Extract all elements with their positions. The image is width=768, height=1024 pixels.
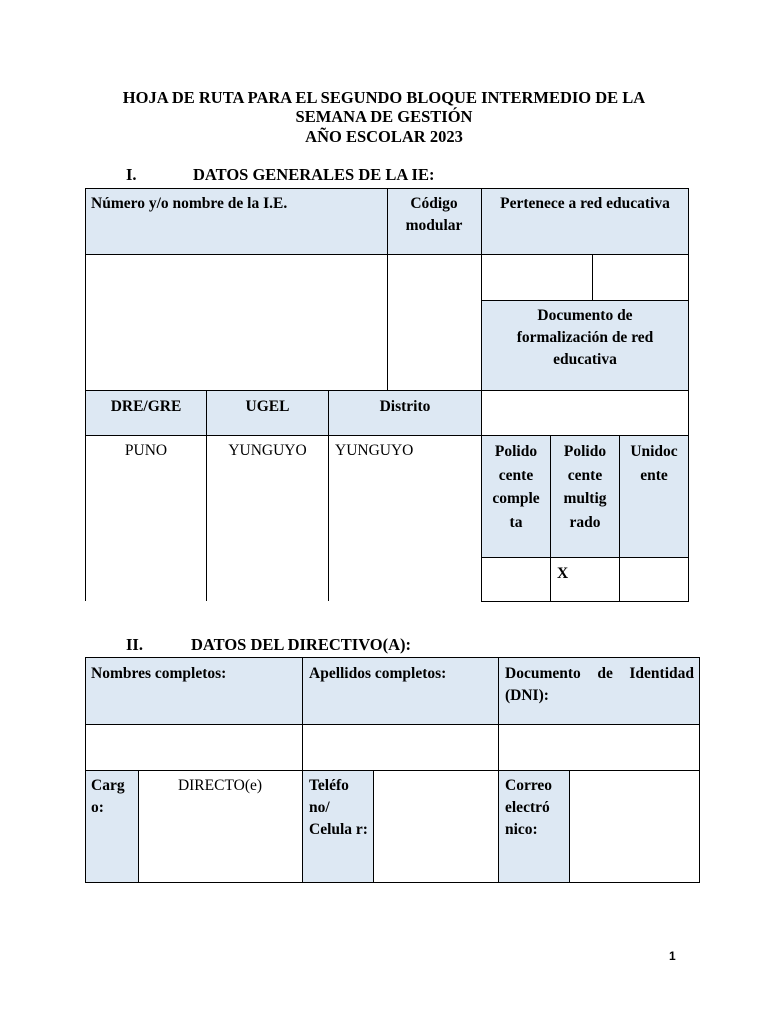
header-apellidos-completos: Apellidos completos: xyxy=(309,665,447,682)
correo-input[interactable] xyxy=(570,771,698,881)
doc-title-line3: AÑO ESCOLAR 2023 xyxy=(305,127,463,146)
correo-label-bg xyxy=(498,770,569,882)
dni-input[interactable] xyxy=(499,725,698,769)
value-ugel: YUNGUYO xyxy=(228,442,307,459)
documento-formalizacion-input[interactable] xyxy=(482,391,687,434)
nombre-ie-input[interactable] xyxy=(86,255,386,389)
table1-header-row-bg xyxy=(85,188,688,254)
section1-title: DATOS GENERALES DE LA IE: xyxy=(193,165,435,184)
page-number: 1 xyxy=(669,949,676,963)
label-correo: Correo electró nico: xyxy=(505,777,553,838)
pertenece-red-no-cell[interactable] xyxy=(593,255,687,299)
telefono-input[interactable] xyxy=(374,771,497,881)
header-nombres-completos: Nombres completos: xyxy=(91,665,227,682)
polidocente-multigrado-mark: X xyxy=(557,565,569,582)
header-documento-formalizacion: Documento de formalización de red educat… xyxy=(516,307,654,368)
doc-title-line1: HOJA DE RUTA PARA EL SEGUNDO BLOQUE INTE… xyxy=(122,88,646,107)
polidocente-completa-cell[interactable] xyxy=(482,558,549,600)
section2-title: DATOS DEL DIRECTIVO(A): xyxy=(191,635,412,654)
codigo-modular-input[interactable] xyxy=(388,255,480,389)
header-ugel: UGEL xyxy=(245,398,290,415)
tipo-header-bg xyxy=(481,435,688,557)
value-dre-gre: PUNO xyxy=(124,442,168,459)
header-distrito: Distrito xyxy=(379,398,431,415)
pertenece-red-si-cell[interactable] xyxy=(482,255,591,299)
header-unidocente: Unidoc ente xyxy=(630,443,678,484)
header-polidocente-completa: Polido cente comple ta xyxy=(492,443,540,531)
cargo-label-bg xyxy=(85,770,138,882)
table2-header-row-bg xyxy=(85,657,699,724)
value-distrito: YUNGUYO xyxy=(335,442,414,459)
section2-number: II. xyxy=(126,635,143,654)
doc-title-line2: SEMANA DE GESTIÓN xyxy=(295,107,473,126)
header-nombre-ie: Número y/o nombre de la I.E. xyxy=(91,195,288,212)
section1-number: I. xyxy=(126,165,137,184)
label-telefono: Teléfo no/ Celula r: xyxy=(309,777,368,838)
location-header-row-bg xyxy=(85,390,481,435)
header-documento-identidad: Documento de Identidad (DNI): xyxy=(505,663,694,707)
header-pertenece-red: Pertenece a red educativa xyxy=(500,195,670,212)
header-polidocente-multigrado: Polido cente multig rado xyxy=(563,443,607,531)
header-dre-gre: DRE/GRE xyxy=(110,398,182,415)
telefono-label-bg xyxy=(302,770,373,882)
apellidos-input[interactable] xyxy=(303,725,497,769)
value-cargo: DIRECTO(e) xyxy=(177,777,263,794)
nombres-input[interactable] xyxy=(86,725,301,769)
header-codigo-modular: Código modular xyxy=(405,195,463,234)
label-cargo: Carg o: xyxy=(91,777,125,816)
unidocente-cell[interactable] xyxy=(620,558,687,600)
documento-header-bg xyxy=(481,300,688,390)
header-documento-identidad-text: Documento de Identidad (DNI): xyxy=(505,665,694,704)
polidocente-multigrado-cell[interactable]: X xyxy=(551,558,618,600)
